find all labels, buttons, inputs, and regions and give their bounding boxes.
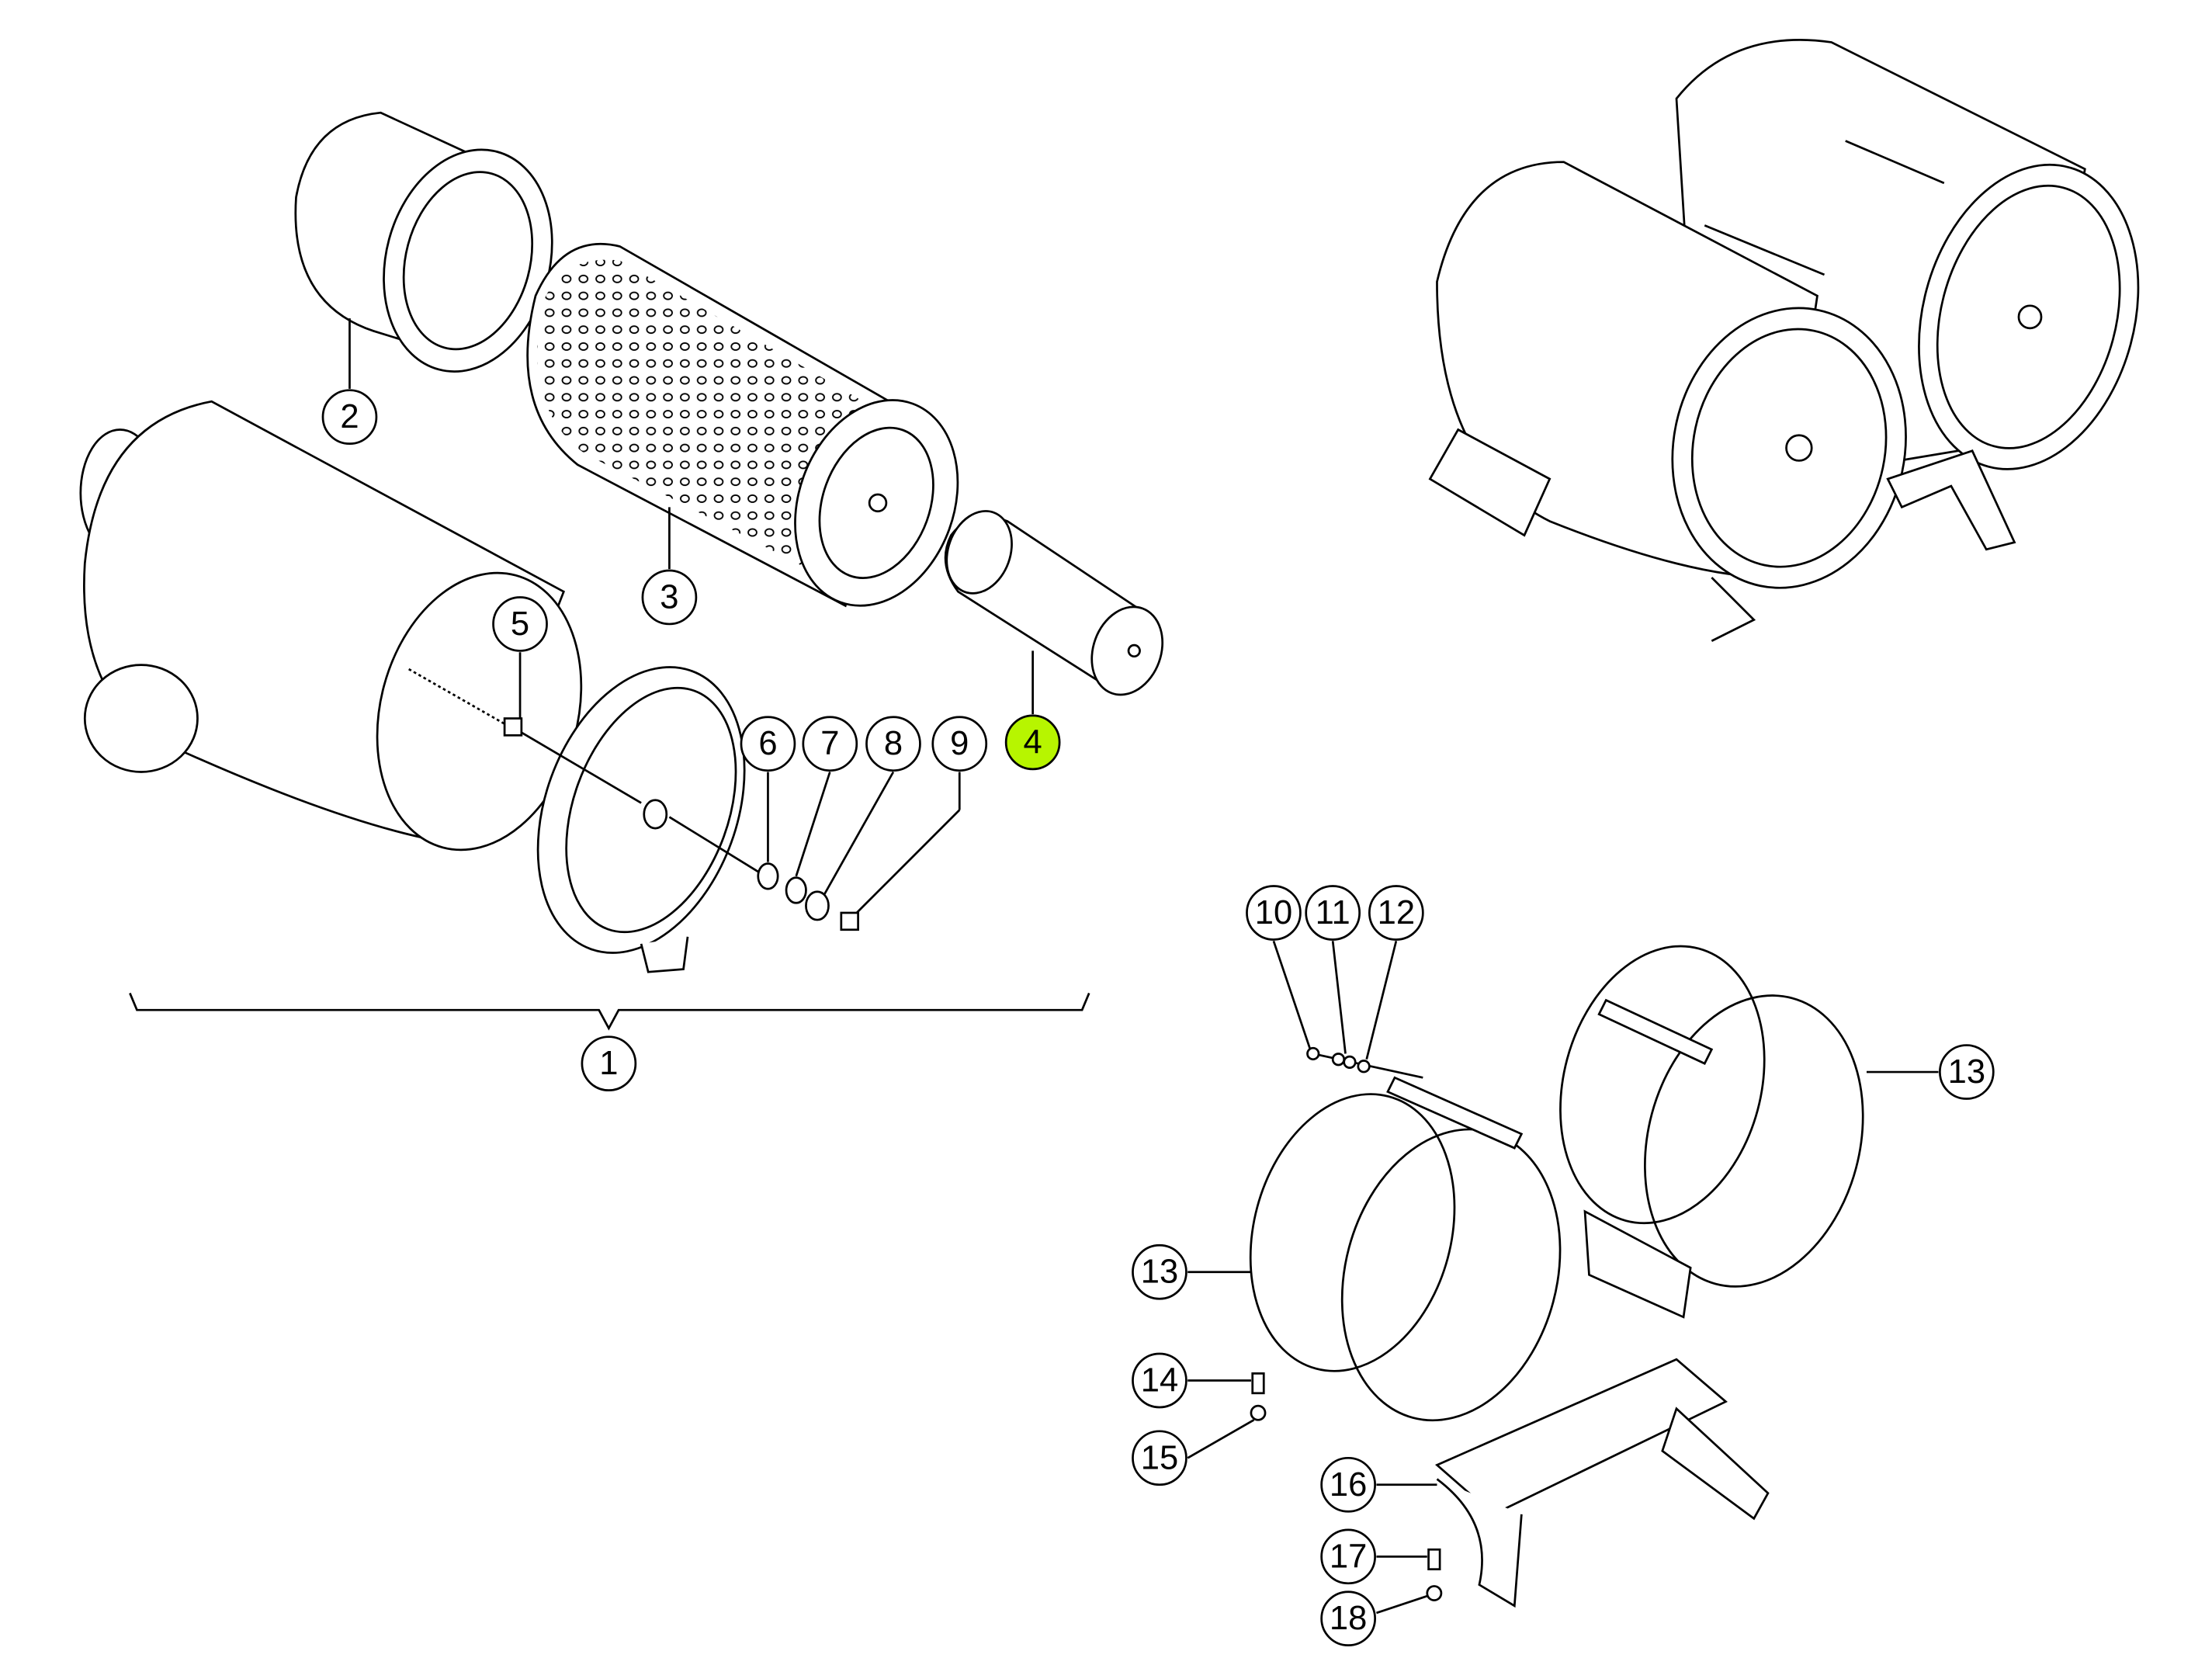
svg-text:9: 9: [950, 725, 969, 762]
svg-text:2: 2: [340, 398, 359, 435]
callout-2[interactable]: 2: [321, 389, 378, 446]
svg-text:5: 5: [511, 605, 529, 643]
svg-text:6: 6: [758, 725, 777, 762]
svg-text:17: 17: [1330, 1538, 1367, 1575]
callout-15[interactable]: 15: [1132, 1430, 1187, 1486]
precleaner-part: [294, 111, 553, 389]
svg-text:15: 15: [1141, 1439, 1178, 1476]
svg-text:10: 10: [1255, 894, 1292, 931]
svg-text:7: 7: [820, 725, 839, 762]
svg-text:11: 11: [1316, 894, 1350, 931]
callout-16[interactable]: 16: [1320, 1456, 1376, 1513]
svg-text:4: 4: [1024, 723, 1042, 761]
callout-14[interactable]: 14: [1132, 1352, 1187, 1409]
callout-12[interactable]: 12: [1368, 885, 1424, 941]
callout-1[interactable]: 1: [581, 1035, 637, 1092]
svg-text:12: 12: [1378, 894, 1415, 931]
svg-text:14: 14: [1141, 1361, 1178, 1399]
callout-10[interactable]: 10: [1246, 885, 1302, 941]
main-filter-element-part: [526, 243, 959, 608]
callout-9[interactable]: 9: [931, 716, 988, 772]
callout-18[interactable]: 18: [1320, 1590, 1376, 1647]
svg-text:16: 16: [1330, 1466, 1367, 1504]
callout-13-left[interactable]: 13: [1132, 1244, 1187, 1300]
mounting-bracket-assembly: [1187, 940, 1939, 1615]
callout-13-right[interactable]: 13: [1938, 1044, 1995, 1100]
svg-text:13: 13: [1948, 1053, 1985, 1091]
assembly-bracket: [129, 992, 1090, 1031]
housing-cover-part: [521, 666, 961, 973]
safety-element-part: [944, 510, 1164, 715]
callout-8[interactable]: 8: [865, 716, 921, 772]
svg-text:1: 1: [599, 1045, 618, 1082]
svg-text:18: 18: [1330, 1600, 1367, 1637]
svg-text:3: 3: [660, 578, 678, 616]
callout-17[interactable]: 17: [1320, 1528, 1376, 1585]
assembled-dual-filter-view: [1428, 39, 2140, 642]
callout-7[interactable]: 7: [802, 716, 858, 772]
svg-text:8: 8: [884, 725, 903, 762]
callout-3[interactable]: 3: [641, 569, 698, 626]
callout-4-highlighted[interactable]: 4: [1004, 714, 1061, 771]
svg-text:13: 13: [1141, 1254, 1178, 1291]
callout-5[interactable]: 5: [492, 596, 548, 652]
callout-11[interactable]: 11: [1305, 885, 1361, 941]
callout-6[interactable]: 6: [740, 716, 796, 772]
